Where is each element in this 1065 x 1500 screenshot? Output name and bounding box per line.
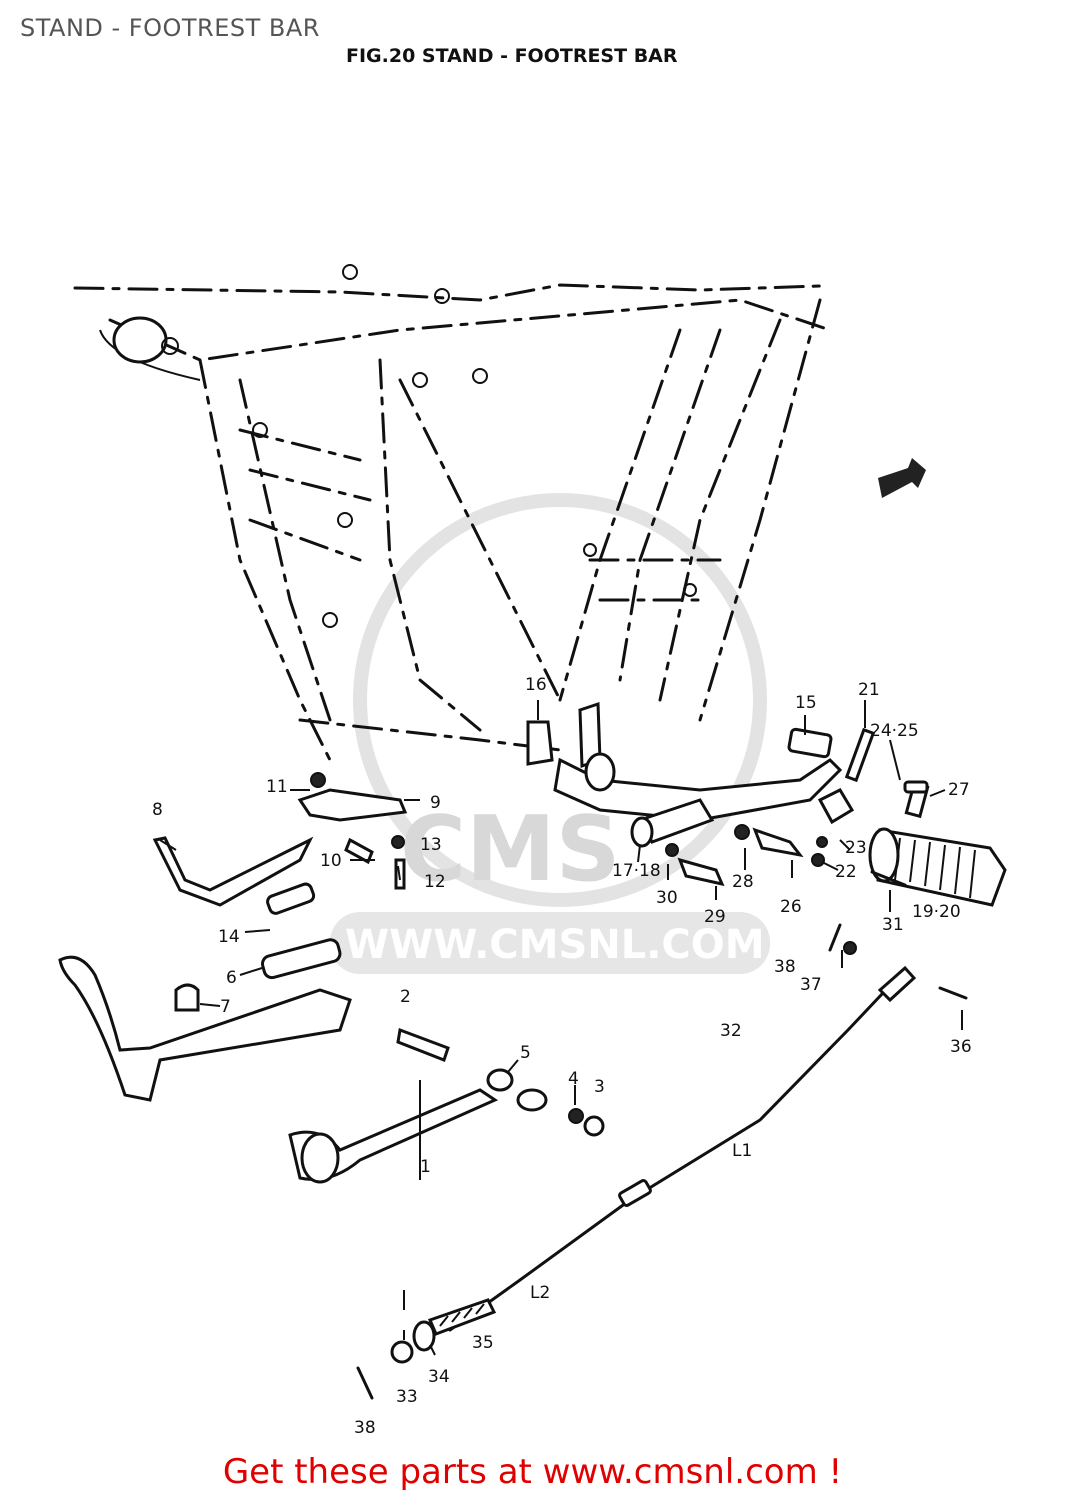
label-32: 32	[720, 1021, 742, 1041]
footrest-bar-drawing	[526, 701, 1007, 907]
leader-lines	[159, 700, 963, 1356]
label-L1: L1	[732, 1141, 752, 1161]
label-27: 27	[948, 780, 970, 800]
label-2: 2	[400, 987, 411, 1007]
label-24-25: 24·25	[870, 721, 919, 741]
label-19-20: 19·20	[912, 902, 961, 922]
label-14: 14	[218, 927, 240, 947]
label-8: 8	[152, 800, 163, 820]
label-31: 31	[882, 915, 904, 935]
cables-drawing	[356, 923, 968, 1400]
label-3: 3	[594, 1077, 605, 1097]
label-5: 5	[520, 1043, 531, 1063]
label-26: 26	[780, 897, 802, 917]
label-21: 21	[858, 680, 880, 700]
label-9: 9	[430, 793, 441, 813]
label-33: 33	[396, 1387, 418, 1407]
frame-drawing	[73, 264, 832, 762]
front-arrow-icon	[878, 458, 926, 498]
label-1: 1	[420, 1157, 431, 1177]
label-35: 35	[472, 1333, 494, 1353]
label-11: 11	[266, 777, 288, 797]
watermark: CMS WWW.CMSNL.COM	[330, 493, 770, 974]
label-15: 15	[795, 693, 817, 713]
label-22: 22	[835, 862, 857, 882]
label-37: 37	[800, 975, 822, 995]
label-23: 23	[845, 838, 867, 858]
label-38-upper: 38	[774, 957, 796, 977]
label-13: 13	[420, 835, 442, 855]
label-28: 28	[732, 872, 754, 892]
label-36: 36	[950, 1037, 972, 1057]
stand-drawing	[58, 772, 605, 1184]
label-12: 12	[424, 872, 446, 892]
label-6: 6	[226, 968, 237, 988]
page-title: STAND - FOOTREST BAR	[20, 14, 320, 42]
footer-shop-link[interactable]: Get these parts at www.cmsnl.com !	[222, 1452, 843, 1492]
label-16: 16	[525, 675, 547, 695]
watermark-text: WWW.CMSNL.COM	[345, 922, 765, 968]
label-38-lower: 38	[354, 1418, 376, 1438]
label-34: 34	[428, 1367, 450, 1387]
watermark-logo: CMS	[400, 797, 620, 902]
label-29: 29	[704, 907, 726, 927]
figure-caption: FIG.20 STAND - FOOTREST BAR	[346, 45, 678, 67]
part-labels: 1 2 3 4 5 6 7 8 9 10 11 12 13 14 15 16 1…	[152, 675, 972, 1438]
label-L2: L2	[530, 1283, 550, 1303]
label-7: 7	[220, 997, 231, 1017]
label-30: 30	[656, 888, 678, 908]
label-4: 4	[568, 1069, 579, 1089]
label-17-18: 17·18	[612, 861, 661, 881]
label-10: 10	[320, 851, 342, 871]
